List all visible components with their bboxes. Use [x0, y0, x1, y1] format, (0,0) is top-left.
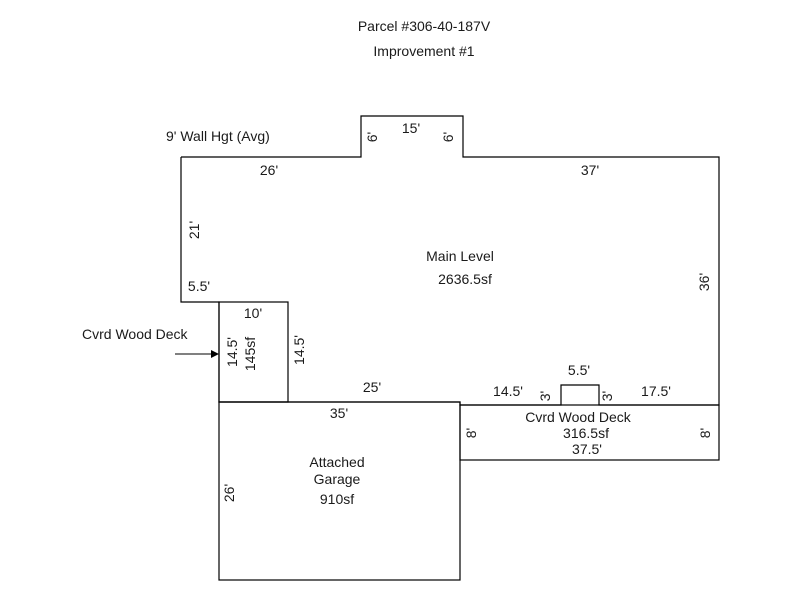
dim-main-notch-left: 3' [537, 391, 553, 401]
garage-label-line1: Attached [309, 454, 364, 470]
small-deck-callout-arrowhead [211, 350, 219, 358]
main-level-area: 2636.5sf [438, 271, 492, 287]
dim-main-bump-top: 15' [402, 120, 420, 136]
small-deck-area: 145sf [242, 337, 258, 371]
dim-main-right: 36' [696, 273, 712, 291]
dim-main-left: 21' [186, 221, 202, 239]
main-level-label: Main Level [426, 248, 494, 264]
garage-outline [218, 401, 461, 581]
dim-main-notch-right: 3' [599, 391, 615, 401]
garage-area: 910sf [320, 491, 354, 507]
dim-main-bump-left: 6' [364, 132, 380, 142]
dim-main-bottom-right-b: 17.5' [641, 383, 671, 399]
dim-right-deck-right: 8' [697, 428, 713, 438]
right-deck-label: Cvrd Wood Deck [525, 409, 632, 425]
dim-main-notch-top: 5.5' [568, 362, 590, 378]
dim-main-bump-right: 6' [440, 132, 456, 142]
dim-small-deck-left: 14.5' [224, 337, 240, 367]
dim-small-deck-right: 14.5' [291, 335, 307, 365]
wall-height-note: 9' Wall Hgt (Avg) [166, 128, 270, 144]
dim-small-deck-top: 10' [244, 305, 262, 321]
improvement-subtitle: Improvement #1 [373, 43, 474, 59]
dim-main-bottom-mid: 25' [363, 379, 381, 395]
small-deck-callout: Cvrd Wood Deck [82, 326, 189, 342]
garage-label-line2: Garage [314, 471, 361, 487]
dim-right-deck-bottom: 37.5' [572, 441, 602, 457]
right-deck-area: 316.5sf [563, 425, 609, 441]
dim-garage-left: 26' [221, 484, 237, 502]
dim-right-deck-left: 8' [463, 428, 479, 438]
dim-main-top-left: 26' [260, 162, 278, 178]
dim-main-top-right: 37' [581, 162, 599, 178]
dim-main-left-step: 5.5' [188, 278, 210, 294]
parcel-title: Parcel #306-40-187V [358, 18, 491, 34]
dim-main-bottom-right-a: 14.5' [493, 383, 523, 399]
dim-garage-top: 35' [330, 405, 348, 421]
